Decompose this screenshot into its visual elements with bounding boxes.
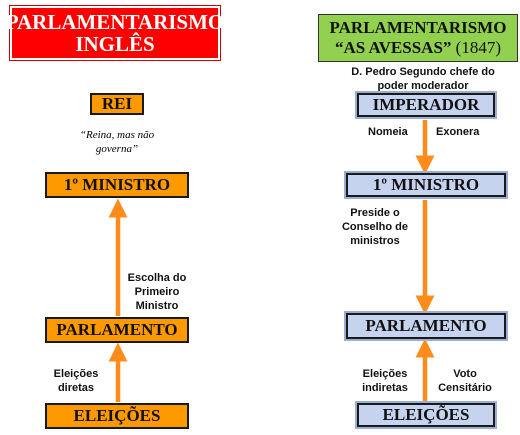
parlamento-right-label: PARLAMENTO <box>365 316 487 335</box>
nomeia-note: Nomeia <box>368 126 408 138</box>
box-parlamento-left: PARLAMENTO <box>45 317 189 343</box>
eleicoes-left-label: ELEIÇÕES <box>73 406 161 425</box>
box-rei: REI <box>90 93 144 115</box>
eleicoes-diretas-note: Eleições diretas <box>50 367 102 395</box>
escolha-line1: Escolha do <box>127 272 187 284</box>
title-left-line1: PARLAMENTARISMO <box>5 10 225 34</box>
title-right-line2: “AS AVESSAS” (1847) <box>335 38 501 58</box>
escolha-note: Escolha do Primeiro Ministro <box>120 271 194 313</box>
title-right-year: (1847) <box>455 38 501 57</box>
preside-line1: Preside o <box>350 207 400 219</box>
pedro-line2: poder moderador <box>377 80 469 92</box>
preside-note: Preside o Conselho de ministros <box>335 206 415 248</box>
pedro-note: D. Pedro Segundo chefe do poder moderado… <box>338 65 508 93</box>
escolha-line2: Primeiro <box>134 286 180 298</box>
title-right-line1: PARLAMENTARISMO <box>329 18 507 37</box>
ministro-right-label: 1º MINISTRO <box>372 175 480 194</box>
escolha-line3: Ministro <box>135 300 179 312</box>
eleicoes-indiretas-note: Eleições indiretas <box>357 367 413 395</box>
title-right-avessas: “AS AVESSAS” <box>335 38 452 57</box>
rei-note-line2: governa” <box>95 143 139 155</box>
voto-line1: Voto <box>453 368 477 380</box>
eleicoes-indiretas-line2: indiretas <box>362 382 408 394</box>
eleicoes-indiretas-line1: Eleições <box>362 368 408 380</box>
preside-line2: Conselho de <box>341 221 408 233</box>
eleicoes-note-line2: diretas <box>57 382 95 394</box>
imperador-label: IMPERADOR <box>372 95 480 114</box>
box-primeiro-ministro-left: 1º MINISTRO <box>45 172 189 198</box>
rei-note: “Reina, mas não governa” <box>58 128 176 156</box>
title-left-line2: INGLÊS <box>75 32 155 56</box>
title-parlamentarismo-ingles: PARLAMENTARISMO INGLÊS <box>6 6 224 60</box>
voto-censitario-note: Voto Censitário <box>432 367 498 395</box>
box-eleicoes-left: ELEIÇÕES <box>45 403 189 429</box>
box-eleicoes-right: ELEIÇÕES <box>357 403 495 427</box>
rei-label: REI <box>101 94 133 113</box>
preside-line3: ministros <box>350 235 400 247</box>
pedro-line1: D. Pedro Segundo chefe do <box>351 66 495 78</box>
box-imperador: IMPERADOR <box>357 93 495 117</box>
box-parlamento-right: PARLAMENTO <box>346 313 506 339</box>
voto-line2: Censitário <box>438 382 492 394</box>
rei-note-line1: “Reina, mas não <box>79 129 155 141</box>
title-parlamentarismo-avessas: PARLAMENTARISMO “AS AVESSAS” (1847) <box>318 14 518 62</box>
ministro-left-label: 1º MINISTRO <box>63 175 171 194</box>
box-primeiro-ministro-right: 1º MINISTRO <box>346 173 506 197</box>
eleicoes-right-label: ELEIÇÕES <box>382 405 470 424</box>
exonera-note: Exonera <box>436 126 480 138</box>
eleicoes-note-line1: Eleições <box>53 368 99 380</box>
parlamento-left-label: PARLAMENTO <box>56 320 178 339</box>
